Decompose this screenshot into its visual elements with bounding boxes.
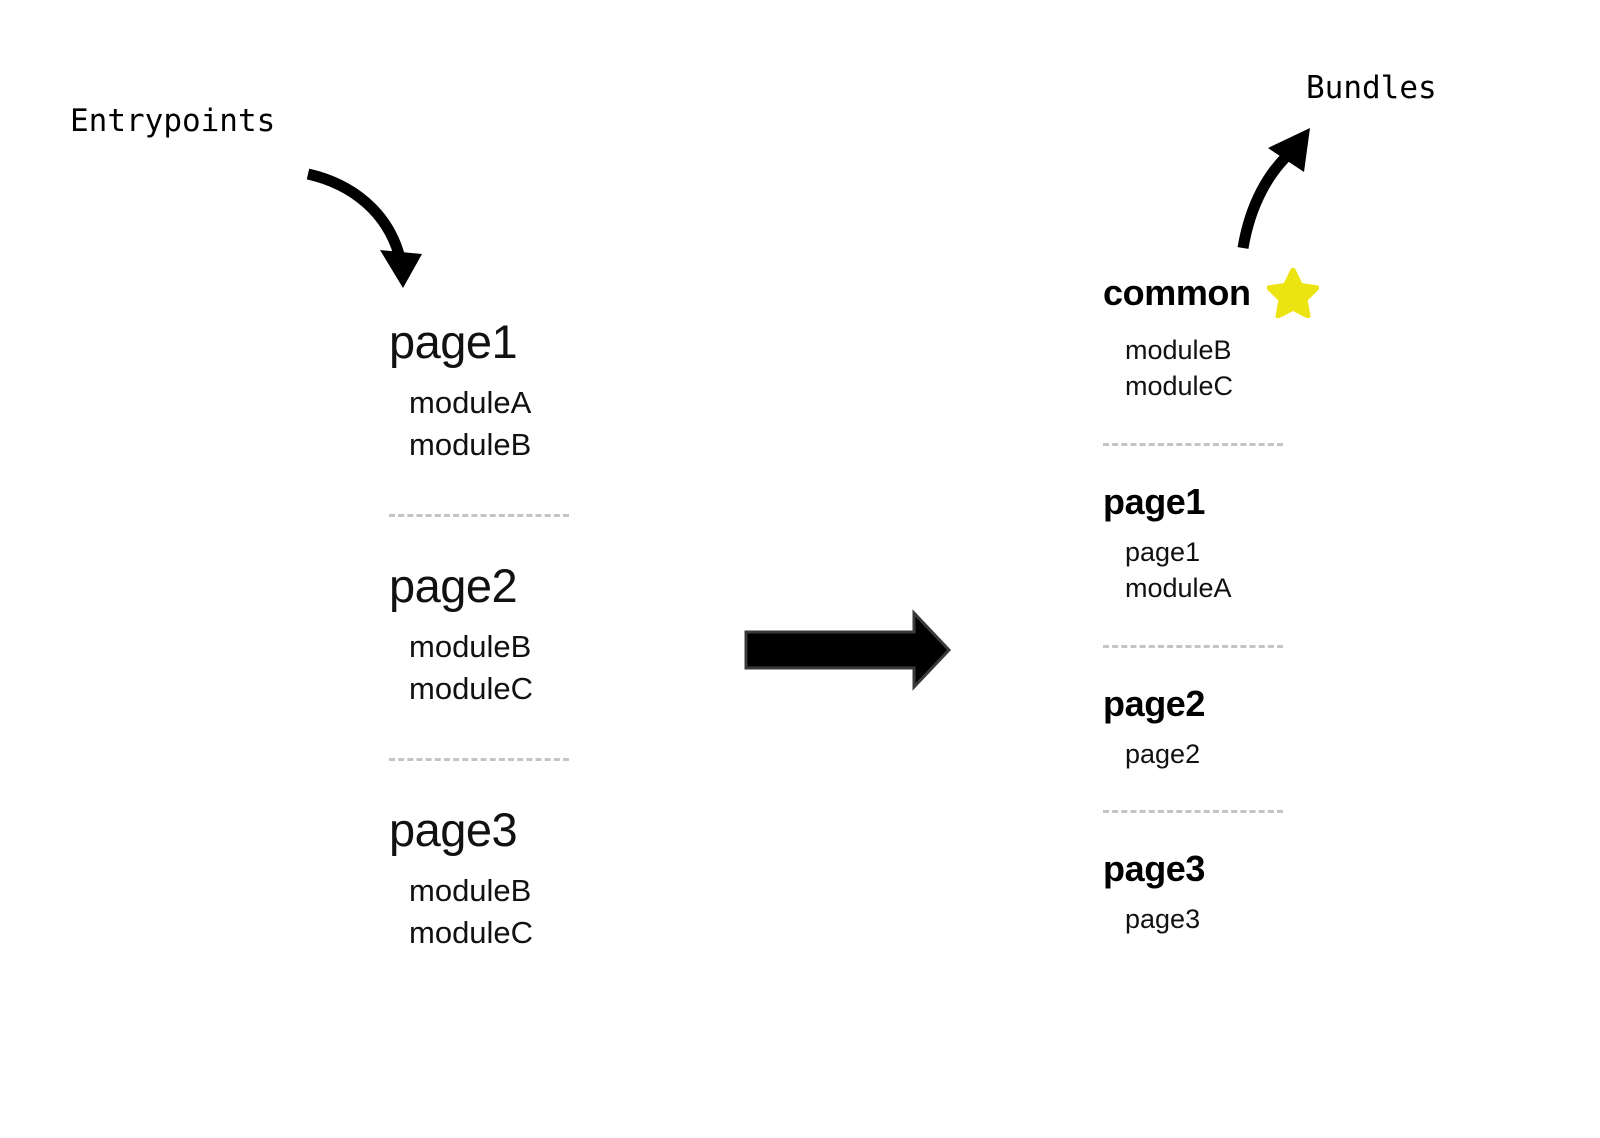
module-list: moduleB moduleC	[409, 626, 719, 711]
group-title-row: common	[1103, 268, 1433, 318]
group-title: page1	[389, 315, 518, 368]
module-list: moduleB moduleC	[409, 870, 719, 955]
group-title: page2	[389, 558, 518, 612]
module-list: moduleA moduleB	[409, 382, 719, 467]
bundle-group[interactable]: page2 page2	[1103, 682, 1433, 772]
entrypoint-group[interactable]: page2 moduleB moduleC	[389, 562, 719, 711]
bundles-column: common moduleB moduleC page1 page1 modul…	[1103, 268, 1433, 938]
spacer	[1103, 772, 1433, 810]
spacer	[389, 761, 719, 806]
group-divider	[389, 513, 569, 517]
curved-arrow-down-right-icon	[306, 168, 422, 288]
star-icon	[1266, 268, 1319, 318]
module-item: moduleB	[409, 872, 532, 908]
spacer	[1103, 607, 1433, 645]
spacer	[1103, 446, 1433, 484]
group-title: page3	[389, 802, 518, 856]
group-title-row: page1	[1103, 480, 1433, 522]
group-title-row: page2	[1103, 682, 1433, 724]
module-item: moduleB	[409, 427, 532, 463]
group-divider	[1103, 442, 1283, 446]
group-title: common	[1103, 272, 1251, 313]
module-item: moduleC	[409, 915, 534, 951]
curved-arrow-up-right-icon	[1237, 128, 1310, 249]
block-arrow-right-icon	[744, 609, 952, 691]
module-list: page1 moduleA	[1125, 534, 1433, 607]
module-item: page1	[1125, 536, 1201, 567]
spacer	[1103, 813, 1433, 851]
spacer	[1103, 405, 1433, 443]
bundle-group[interactable]: page1 page1 moduleA	[1103, 480, 1433, 607]
module-item: moduleC	[409, 671, 534, 707]
entrypoints-column: page1 moduleA moduleB page2 moduleB modu…	[389, 318, 719, 955]
spacer	[389, 517, 719, 562]
bundle-group[interactable]: page3 page3	[1103, 851, 1433, 937]
entrypoint-group[interactable]: page3 moduleB moduleC	[389, 806, 719, 955]
group-title: page3	[1103, 848, 1206, 890]
module-item: page3	[1125, 904, 1201, 935]
spacer	[389, 711, 719, 758]
spacer	[389, 467, 719, 514]
module-list: page3	[1125, 901, 1433, 937]
entrypoints-label: Entrypoints	[70, 103, 276, 139]
bundles-label: Bundles	[1306, 70, 1437, 106]
group-divider	[1103, 644, 1283, 648]
module-item: moduleA	[1125, 573, 1232, 604]
group-divider	[1103, 810, 1283, 814]
group-title: page2	[1103, 682, 1206, 724]
module-item: moduleB	[409, 628, 532, 664]
group-divider	[389, 757, 569, 761]
group-title: page1	[1103, 480, 1206, 522]
bundle-group[interactable]: common moduleB moduleC	[1103, 268, 1433, 405]
module-item: moduleA	[409, 385, 532, 420]
spacer	[1103, 648, 1433, 686]
module-list: page2	[1125, 736, 1433, 772]
module-list: moduleB moduleC	[1125, 332, 1433, 405]
module-item: moduleB	[1125, 335, 1232, 365]
module-item: moduleC	[1125, 371, 1234, 402]
group-title-row: page3	[1103, 851, 1433, 887]
entrypoint-group[interactable]: page1 moduleA moduleB	[389, 318, 719, 467]
module-item: page2	[1125, 738, 1201, 769]
